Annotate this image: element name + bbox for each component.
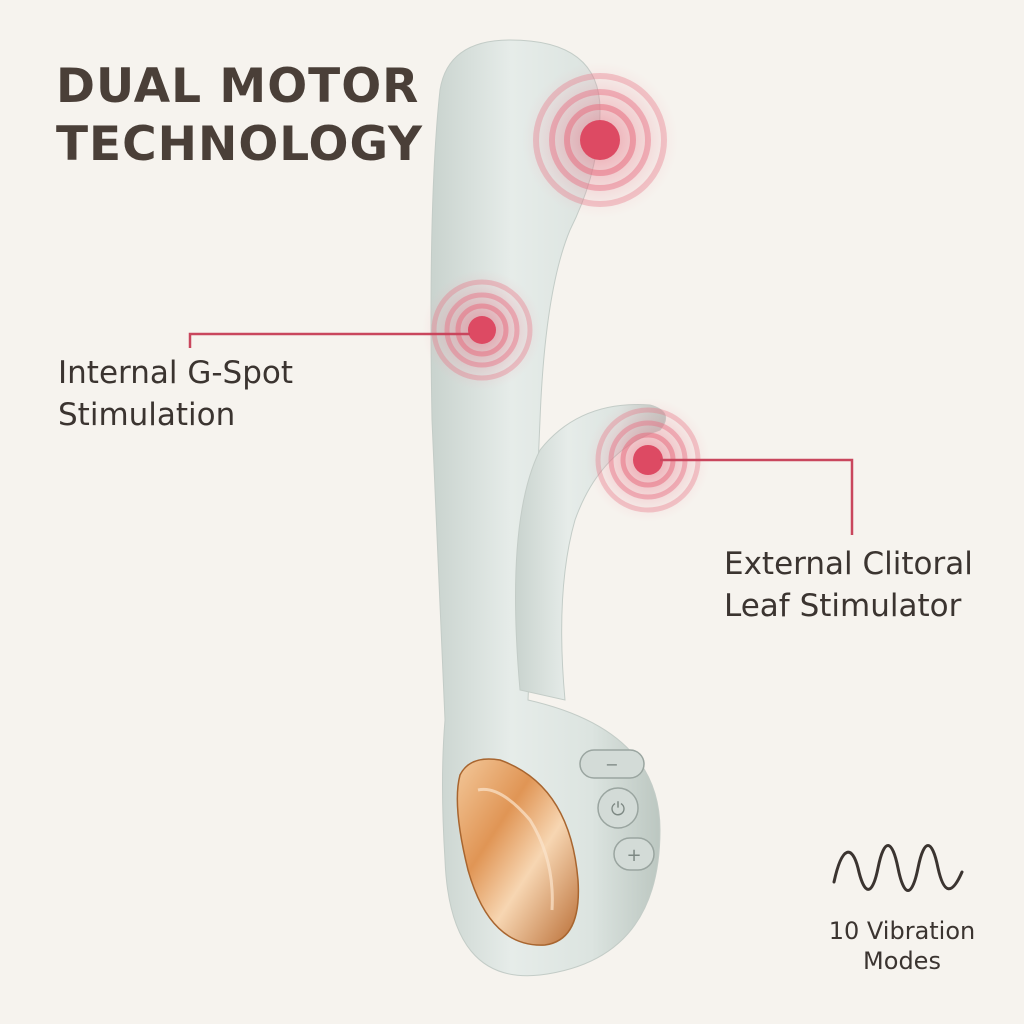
- plus-button[interactable]: [613, 837, 655, 871]
- wave-icon: [832, 844, 964, 892]
- vibration-modes-label: 10 Vibration Modes: [802, 916, 1002, 976]
- headline-line-1: DUAL MOTOR: [56, 59, 420, 114]
- minus-icon: −: [605, 755, 618, 774]
- vibration-modes-line-1: 10 Vibration: [828, 917, 976, 945]
- gspot-leader-line: [188, 332, 470, 348]
- clitoral-callout-line-2: Leaf Stimulator: [724, 588, 962, 624]
- clitoral-callout-line-1: External Clitoral: [724, 546, 973, 582]
- gspot-callout: Internal G-Spot Stimulation: [58, 352, 293, 436]
- minus-button[interactable]: [579, 749, 645, 779]
- vibration-modes-line-2: Modes: [863, 947, 941, 975]
- clitoral-callout: External Clitoral Leaf Stimulator: [724, 543, 973, 627]
- vibration-point-gspot: [422, 270, 542, 390]
- control-panel: − ⏻ +: [579, 749, 655, 871]
- power-icon: ⏻: [611, 799, 625, 820]
- gold-handle-plate: [456, 758, 580, 946]
- vibration-point-tip: [522, 62, 678, 218]
- gspot-callout-line-1: Internal G-Spot: [58, 355, 294, 391]
- clitoral-leader-line: [660, 458, 854, 535]
- gspot-callout-line-2: Stimulation: [58, 397, 236, 433]
- plus-icon: +: [626, 845, 641, 866]
- gold-highlight: [477, 787, 554, 911]
- headline-line-2: TECHNOLOGY: [56, 117, 424, 172]
- headline: DUAL MOTOR TECHNOLOGY: [56, 58, 423, 174]
- power-button[interactable]: [597, 787, 639, 829]
